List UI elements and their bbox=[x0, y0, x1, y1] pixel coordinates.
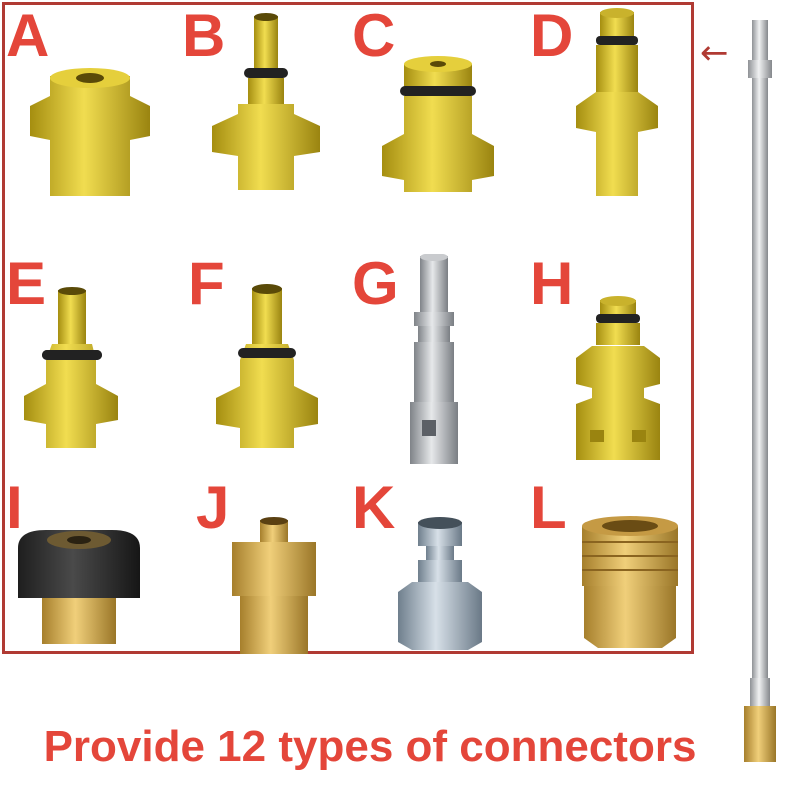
connector-e: E bbox=[6, 254, 178, 472]
connector-d: D bbox=[530, 6, 702, 224]
connector-i-image bbox=[18, 530, 140, 644]
connector-f: F bbox=[188, 254, 360, 472]
letter-label: D bbox=[530, 2, 574, 69]
connector-c-image bbox=[382, 56, 494, 192]
letter-label: E bbox=[6, 250, 47, 317]
letter-label: A bbox=[6, 2, 50, 69]
connector-a-image bbox=[30, 68, 150, 196]
connector-f-image bbox=[216, 284, 318, 448]
connector-e-image bbox=[24, 287, 118, 448]
letter-label: K bbox=[352, 474, 396, 541]
letter-label: H bbox=[530, 250, 574, 317]
letter-label: C bbox=[352, 2, 396, 69]
connector-j-image bbox=[232, 517, 316, 654]
letter-label: J bbox=[196, 474, 230, 541]
connector-c: C bbox=[352, 6, 524, 224]
connector-b-image bbox=[212, 13, 320, 190]
connector-k-image bbox=[398, 517, 482, 650]
connector-b: B bbox=[182, 6, 354, 224]
letter-label: F bbox=[188, 250, 225, 317]
connector-k: K bbox=[352, 478, 524, 696]
connectors-frame bbox=[2, 2, 694, 654]
connector-g-image bbox=[410, 254, 458, 464]
connector-l: L bbox=[530, 478, 702, 696]
left-arrow-icon: ← bbox=[700, 33, 729, 73]
letter-label: G bbox=[352, 250, 399, 317]
letter-label: L bbox=[530, 474, 567, 541]
connector-l-image bbox=[582, 516, 678, 648]
extension-wand-image bbox=[744, 20, 776, 762]
letter-label: B bbox=[182, 2, 226, 69]
connector-g: G bbox=[352, 254, 524, 472]
connector-d-image bbox=[576, 8, 658, 196]
caption: Provide 12 types of connectors bbox=[43, 722, 697, 771]
connector-a: A bbox=[6, 6, 178, 224]
letter-label: I bbox=[6, 474, 23, 541]
connector-i: I bbox=[6, 478, 178, 696]
connector-h: H bbox=[530, 254, 702, 472]
connector-j: J bbox=[196, 478, 368, 696]
connector-h-image bbox=[576, 296, 660, 460]
